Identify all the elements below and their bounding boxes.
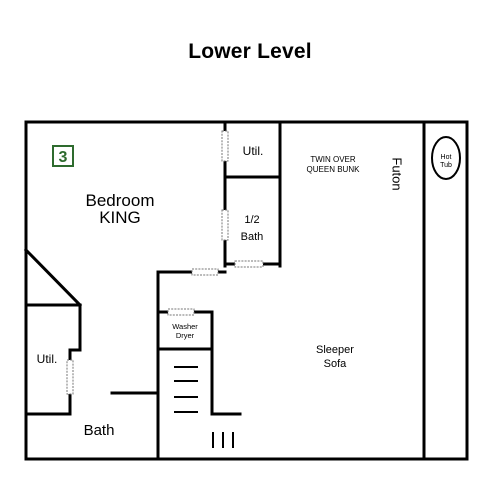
washer-label-line2: Dryer <box>176 331 195 340</box>
half-bath-label-line2: Bath <box>241 231 264 243</box>
sleeper-sofa-label-line1: Sleeper <box>316 344 354 356</box>
page-title: Lower Level <box>188 40 312 63</box>
sleeper-sofa-label-line2: Sofa <box>324 358 348 370</box>
futon-label: Futon <box>390 157 405 190</box>
half-bath-label-line1: 1/2 <box>244 214 259 226</box>
doorways <box>66 130 264 395</box>
util-top-label: Util. <box>243 144 264 158</box>
hot-tub-label-line1: Hot <box>441 154 452 161</box>
hot-tub-shape <box>431 136 461 180</box>
bunk-label-line2: QUEEN BUNK <box>307 165 361 174</box>
bedroom-label-line1: Bedroom <box>86 191 155 210</box>
interior-walls <box>23 120 282 461</box>
stair-tread-marks <box>212 432 234 448</box>
hot-tub-label-line2: Tub <box>440 162 452 169</box>
bunk-label-line1: TWIN OVER <box>310 155 356 164</box>
bedroom-label-line2: KING <box>99 208 141 227</box>
badge-number: 3 <box>59 149 68 166</box>
washer-label-line1: Washer <box>172 322 198 331</box>
util-left-label: Util. <box>37 352 58 366</box>
outer-walls <box>24 120 469 461</box>
stairs <box>174 366 198 413</box>
bedroom-number-badge: 3 <box>52 145 74 167</box>
bath-label: Bath <box>84 422 115 439</box>
